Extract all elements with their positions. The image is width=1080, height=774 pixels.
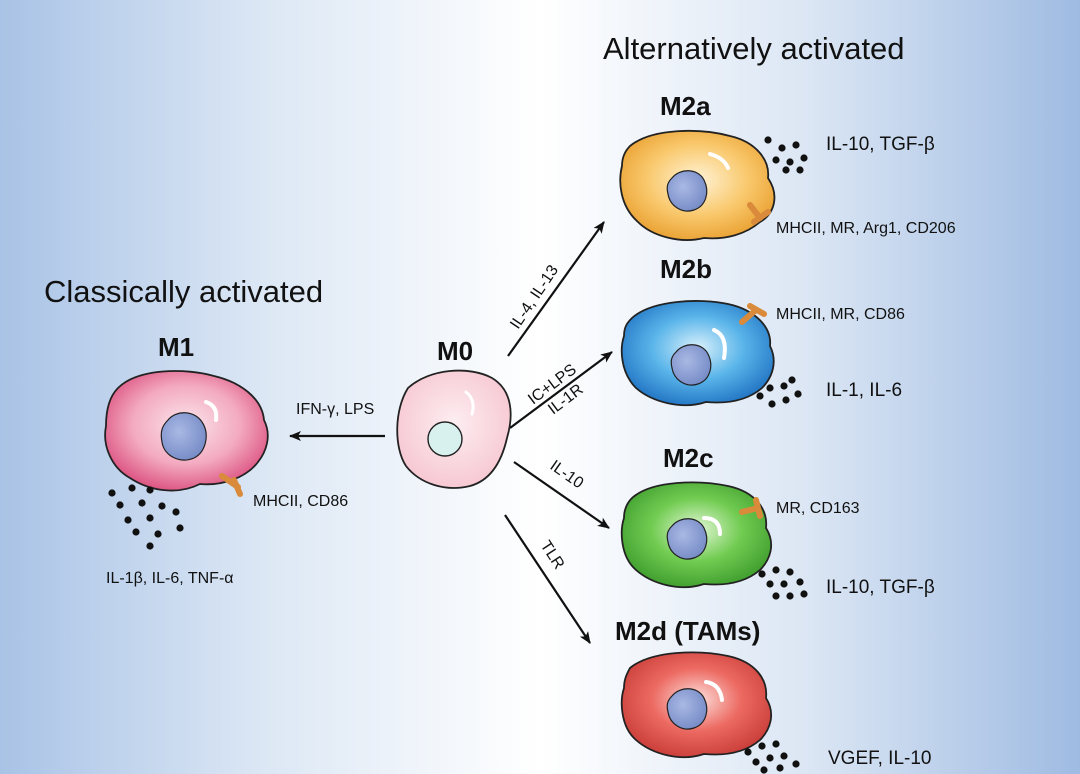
m2c-receptor bbox=[739, 497, 763, 519]
m0-highlight bbox=[464, 390, 475, 416]
m2d-cytokine-dots bbox=[744, 740, 800, 774]
m2a-cell: M2a MHCII, MR, Arg1, CD206 IL-10, TGF-β bbox=[619, 91, 956, 241]
m1-cytokines: IL-1β, IL-6, TNF-α bbox=[106, 570, 234, 587]
m2d-cytokines: VGEF, IL-10 bbox=[828, 748, 932, 769]
m2c-cytokines: IL-10, TGF-β bbox=[826, 577, 935, 598]
stimulus-label-m1: IFN-γ, LPS bbox=[296, 401, 374, 418]
m1-markers: MHCII, CD86 bbox=[253, 493, 348, 510]
m2d-highlight bbox=[704, 680, 724, 702]
alternatively-activated-heading: Alternatively activated bbox=[603, 31, 905, 66]
arrow-to-m2c bbox=[513, 461, 610, 529]
m2b-cytokine-dots bbox=[756, 376, 802, 408]
m1-highlight bbox=[204, 400, 219, 422]
m1-cell: M1 MHCII, CD86 IL-1β, IL-6, TNF-α bbox=[104, 332, 348, 587]
m1-receptor bbox=[219, 473, 243, 497]
m2c-label: M2c bbox=[663, 443, 714, 473]
m0-label: M0 bbox=[437, 336, 473, 366]
m2c-nucleus bbox=[666, 518, 708, 560]
arrow-to-m2b bbox=[509, 351, 613, 429]
m2a-markers: MHCII, MR, Arg1, CD206 bbox=[776, 220, 956, 237]
m1-nucleus bbox=[160, 412, 207, 461]
classically-activated-heading: Classically activated bbox=[44, 274, 323, 309]
m2a-highlight bbox=[708, 152, 730, 170]
m2a-label: M2a bbox=[660, 91, 711, 121]
m2c-cell: M2c MR, CD163 IL-10, TGF-β bbox=[620, 443, 935, 600]
m2a-nucleus bbox=[666, 170, 708, 212]
m2a-cytokines: IL-10, TGF-β bbox=[826, 134, 935, 155]
m2b-nucleus bbox=[670, 344, 712, 386]
m0-cell: M0 bbox=[396, 336, 512, 489]
m0-nucleus bbox=[427, 421, 463, 457]
arrow-to-m2d bbox=[504, 514, 591, 644]
m2a-cytokine-dots bbox=[764, 136, 808, 174]
m2b-label: M2b bbox=[660, 254, 712, 284]
m2d-label: M2d (TAMs) bbox=[615, 616, 760, 646]
m2c-markers: MR, CD163 bbox=[776, 500, 860, 517]
m2c-cytokine-dots bbox=[758, 566, 808, 600]
m2b-cell: M2b MHCII, MR, CD86 IL-1, IL-6 bbox=[620, 254, 905, 408]
m1-label: M1 bbox=[158, 332, 194, 362]
arrow-to-m2a bbox=[507, 221, 605, 357]
m1-cytokine-dots bbox=[108, 484, 184, 550]
m2b-highlight bbox=[712, 328, 727, 360]
m2c-highlight bbox=[702, 516, 722, 536]
m2d-cell: M2d (TAMs) VGEF, IL-10 bbox=[615, 616, 932, 774]
m2b-markers: MHCII, MR, CD86 bbox=[776, 306, 905, 323]
stimulus-arrows bbox=[289, 221, 613, 644]
m2a-receptor bbox=[747, 202, 771, 225]
m2b-cytokines: IL-1, IL-6 bbox=[826, 380, 902, 401]
m2d-nucleus bbox=[666, 688, 708, 730]
m2b-receptor bbox=[739, 303, 767, 325]
